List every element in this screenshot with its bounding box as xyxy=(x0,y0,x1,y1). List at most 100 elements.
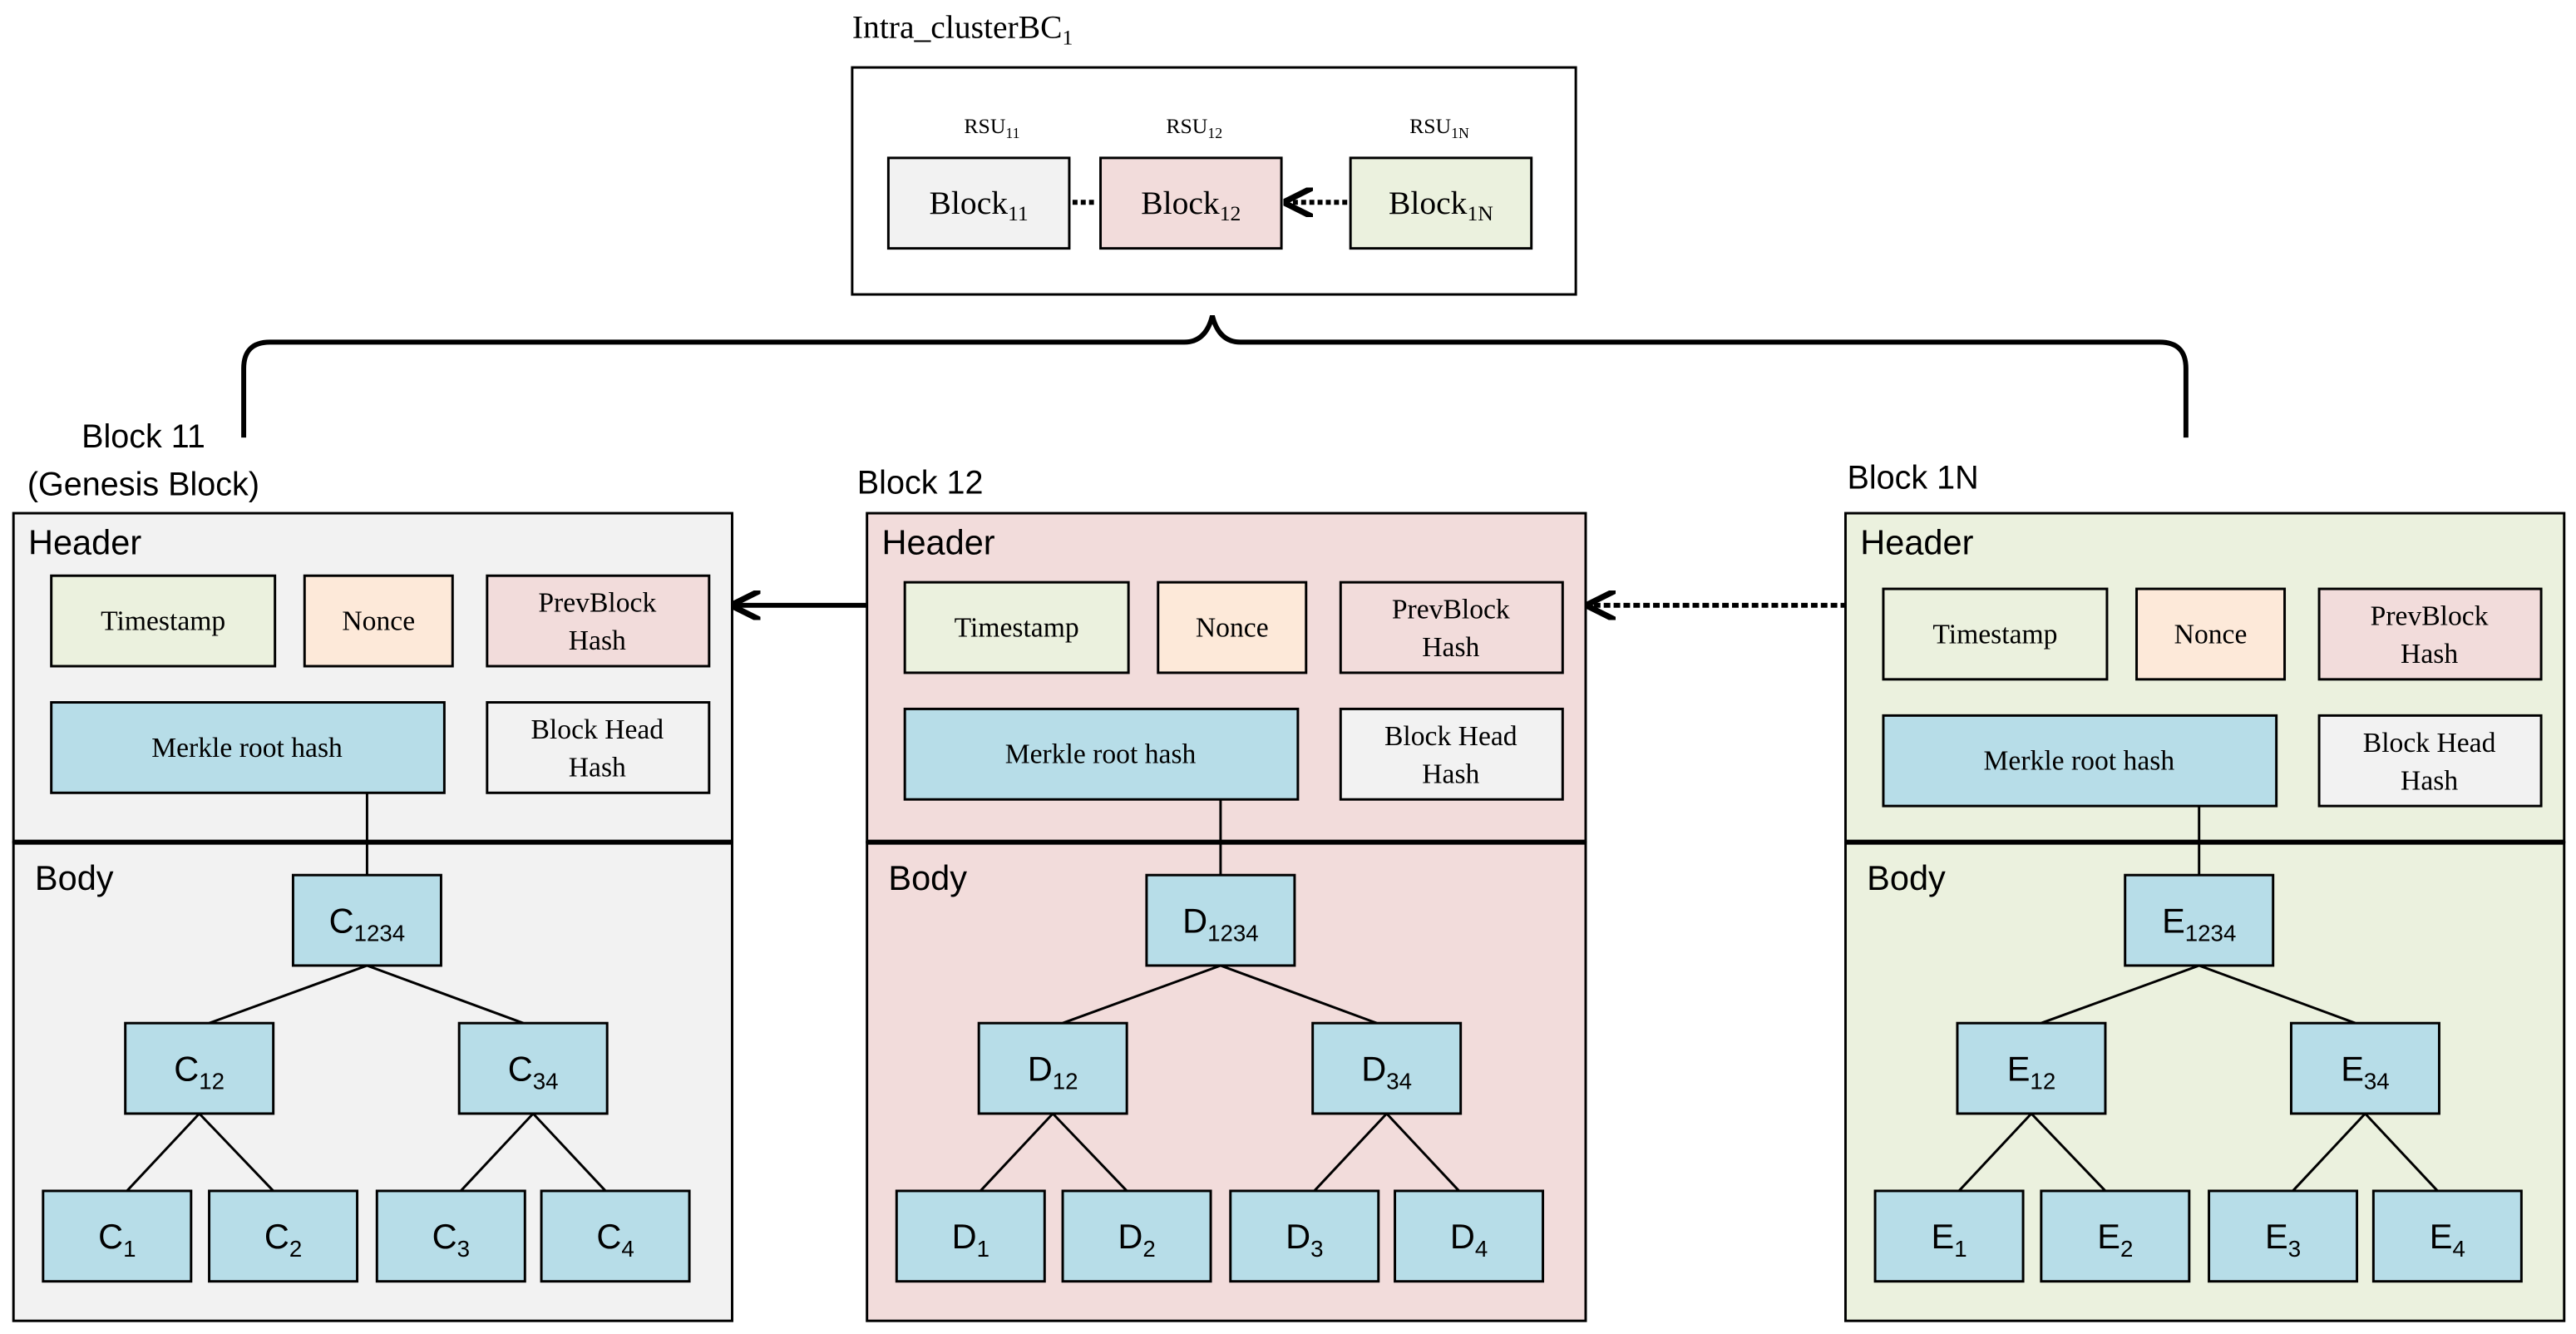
block-3-tree-root-node xyxy=(2124,873,2275,967)
block-3-tree-edge-r-4 xyxy=(2364,1112,2439,1192)
chain-rsu-label-3: RSU1N xyxy=(1409,114,1469,141)
block-2-prev-hash-field xyxy=(1339,581,1564,674)
block-3-tree-leaf-label-1: E1 xyxy=(1932,1217,1967,1262)
block-2-tree-leaf-label-3: D3 xyxy=(1286,1217,1323,1262)
svg-text:RSU12: RSU12 xyxy=(1166,114,1222,141)
block-2-tree-right-node xyxy=(1311,1021,1463,1115)
block-3-tree-edge-l-2 xyxy=(2030,1112,2107,1192)
expansion-brace xyxy=(241,314,2189,438)
block-1-tree-leaf-node-1 xyxy=(42,1189,193,1283)
block-1-head-hash-label-line1: Block Head xyxy=(531,714,664,745)
block-2-tree-left-label: D12 xyxy=(1028,1049,1078,1094)
block-3-head-hash-label-line1: Block Head xyxy=(2363,728,2496,758)
block-2-body-title: Body xyxy=(888,858,967,897)
diagram-title: Intra_clusterBC1 xyxy=(852,8,1073,49)
block-2-prev-hash-label-line2: Hash xyxy=(1422,632,1479,663)
block-1-tree-edge-l-2 xyxy=(198,1112,274,1192)
block-2-merkle-root-field xyxy=(903,707,1300,801)
block-1-tree-edge-root-right xyxy=(366,964,524,1025)
block-1-merkle-root-label: Merkle root hash xyxy=(151,733,343,763)
block-2-head-hash-field xyxy=(1339,707,1564,801)
block-1-tree-left-node xyxy=(124,1021,275,1115)
svg-text:RSU1N: RSU1N xyxy=(1409,114,1469,141)
block-3-tree-leaf-node-2 xyxy=(2040,1189,2191,1283)
block-2-head-hash-label-line2: Hash xyxy=(1422,758,1479,789)
block-2-tree-root-node xyxy=(1145,873,1296,967)
block-1-tree-left-label: C12 xyxy=(174,1049,225,1094)
block-2-tree-edge-l-2 xyxy=(1052,1112,1128,1192)
block-1-prev-hash-label-line1: PrevBlock xyxy=(538,588,656,619)
block-2-tree-right-label: D34 xyxy=(1361,1049,1412,1094)
chain-rsu-label-1: RSU11 xyxy=(964,114,1019,141)
block-2-tree-leaf-node-4 xyxy=(1394,1189,1545,1283)
block-3-tree-edge-r-3 xyxy=(2292,1112,2366,1192)
block-1-nonce-field xyxy=(303,574,454,668)
block-3-prev-hash-label-line2: Hash xyxy=(2401,639,2458,669)
block-3-tree-left-label: E12 xyxy=(2007,1049,2055,1094)
block-3-prev-hash-field xyxy=(2317,587,2543,681)
block-3-tree-right-label: E34 xyxy=(2341,1049,2389,1094)
block-2-head-hash-label-line1: Block Head xyxy=(1384,721,1517,752)
block-1-nonce-label: Nonce xyxy=(342,605,415,636)
block-3-tree-leaf-node-4 xyxy=(2371,1189,2523,1283)
block-3-tree-edge-root-left xyxy=(2041,964,2200,1025)
block-1-tree-leaf-label-1: C1 xyxy=(98,1217,136,1262)
block-3-prev-hash-label-line1: PrevBlock xyxy=(2371,601,2489,632)
block-2-tree-leaf-label-2: D2 xyxy=(1118,1217,1155,1262)
chain-rsu-label-2: RSU12 xyxy=(1166,114,1222,141)
block-2-nonce-label: Nonce xyxy=(1196,612,1269,643)
block-1-tree-root-node xyxy=(291,873,442,967)
block-2-tree-leaf-node-1 xyxy=(895,1189,1046,1283)
block-1-tree-root-label: C1234 xyxy=(329,901,406,946)
block-label-2: Block 12 xyxy=(857,464,984,501)
block-3-tree-leaf-node-3 xyxy=(2208,1189,2359,1283)
block-2-tree-edge-root-left xyxy=(1062,964,1221,1025)
block-3-timestamp-field xyxy=(1882,587,2109,681)
block-label-1: Block 11 xyxy=(81,418,205,455)
block-1-tree-edge-r-4 xyxy=(532,1112,607,1192)
block-3-nonce-field xyxy=(2135,587,2287,681)
block-1-tree-edge-r-3 xyxy=(460,1112,535,1192)
block-2-tree-leaf-node-2 xyxy=(1061,1189,1212,1283)
block-1-prev-hash-label-line2: Hash xyxy=(569,625,626,656)
block-1-header-title: Header xyxy=(28,523,141,562)
block-2-tree-leaf-label-1: D1 xyxy=(952,1217,989,1262)
block-3-tree-left-node xyxy=(1956,1021,2107,1115)
block-1-tree-leaf-label-2: C2 xyxy=(264,1217,302,1262)
block-2-tree-root-label: D1234 xyxy=(1182,901,1259,946)
block-2-merkle-root-label: Merkle root hash xyxy=(1005,739,1197,770)
block-2-nonce-field xyxy=(1157,581,1308,674)
block-3-tree-root-label: E1234 xyxy=(2162,901,2236,946)
block-2-timestamp-label: Timestamp xyxy=(955,612,1079,643)
chain-block-label-3: Block1N xyxy=(1389,185,1493,225)
block-2-tree-edge-l-1 xyxy=(980,1112,1054,1192)
block-2-prev-hash-label-line1: PrevBlock xyxy=(1392,595,1510,625)
block-3-body-title: Body xyxy=(1867,858,1946,897)
block-1-tree-leaf-node-2 xyxy=(208,1189,359,1283)
block-1-body-title: Body xyxy=(35,858,114,897)
block-2-header-title: Header xyxy=(881,523,994,562)
block-1-tree-right-label: C34 xyxy=(508,1049,559,1094)
block-label-1-sub: (Genesis Block) xyxy=(27,466,259,502)
block-2-timestamp-field xyxy=(903,581,1130,674)
block-2-tree-edge-r-3 xyxy=(1313,1112,1388,1192)
chain-block-box-2 xyxy=(1099,156,1283,250)
block-2-tree-leaf-label-4: D4 xyxy=(1450,1217,1488,1262)
block-3-tree-edge-root-right xyxy=(2198,964,2356,1025)
chain-block-label-2: Block12 xyxy=(1141,185,1241,225)
block-1-timestamp-label: Timestamp xyxy=(101,605,225,636)
block-1-tree-leaf-label-4: C4 xyxy=(596,1217,634,1262)
block-3-tree-edge-l-1 xyxy=(1957,1112,2033,1192)
block-3-header-title: Header xyxy=(1860,523,1973,562)
block-2-tree-left-node xyxy=(977,1021,1128,1115)
block-1-tree-leaf-node-3 xyxy=(375,1189,526,1283)
chain-block-box-1 xyxy=(886,156,1071,250)
block-1-timestamp-field xyxy=(50,574,277,668)
block-3-tree-leaf-label-2: E2 xyxy=(2097,1217,2133,1262)
block-2-tree-edge-r-4 xyxy=(1385,1112,1460,1192)
svg-text:RSU11: RSU11 xyxy=(964,114,1019,141)
block-1-tree-edge-l-1 xyxy=(126,1112,200,1192)
block-1-head-hash-label-line2: Hash xyxy=(569,753,626,783)
block-2-tree-leaf-node-3 xyxy=(1229,1189,1380,1283)
